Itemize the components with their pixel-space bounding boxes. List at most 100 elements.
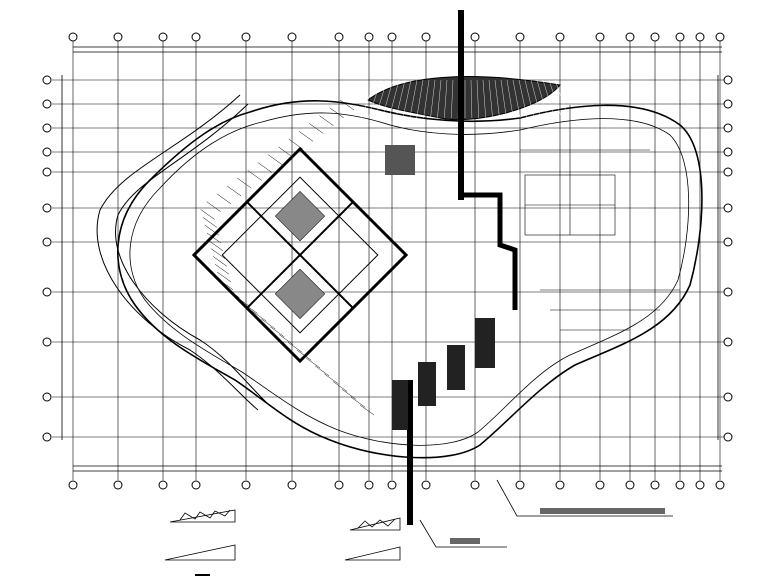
dome-rib bbox=[361, 79, 376, 119]
inner-outline bbox=[129, 112, 690, 446]
truss-member bbox=[247, 170, 262, 181]
axis-bubble bbox=[42, 237, 52, 247]
truss-member bbox=[261, 318, 276, 330]
truss-member bbox=[279, 334, 294, 345]
axis-bubble bbox=[515, 480, 525, 490]
truss-member bbox=[268, 154, 283, 165]
truss-member bbox=[206, 232, 222, 244]
axis-bubble bbox=[42, 337, 52, 347]
dome-rib bbox=[500, 79, 507, 119]
axis-bubble bbox=[595, 32, 605, 42]
axis-bubble bbox=[715, 480, 725, 490]
truss-member bbox=[252, 310, 267, 322]
dome-rib bbox=[402, 79, 412, 119]
dome-rib bbox=[542, 79, 555, 119]
truss-member bbox=[278, 146, 293, 158]
truss-member bbox=[208, 240, 224, 251]
dome-rib bbox=[451, 79, 454, 119]
axis-bubble bbox=[42, 392, 52, 402]
axis-bubble bbox=[625, 480, 635, 490]
axis-bubble bbox=[595, 480, 605, 490]
truss-member bbox=[323, 373, 339, 384]
dome-rib bbox=[554, 79, 569, 119]
leader-lines bbox=[419, 479, 673, 548]
truss-member bbox=[227, 185, 242, 197]
axis-bubble bbox=[191, 480, 201, 490]
dome-rib bbox=[423, 79, 430, 119]
axis-bubble bbox=[42, 147, 52, 157]
dome-rib bbox=[506, 79, 514, 119]
dome-rib bbox=[494, 79, 500, 119]
section-cut-line-top bbox=[458, 10, 464, 200]
axis-bubble bbox=[158, 480, 168, 490]
dome-rib bbox=[437, 79, 442, 119]
dome-rib bbox=[409, 79, 418, 119]
dome-rib bbox=[430, 79, 436, 119]
truss-member bbox=[270, 326, 285, 337]
truss-member bbox=[341, 389, 357, 400]
axis-bubble bbox=[334, 32, 344, 42]
axis-bubble bbox=[421, 32, 431, 42]
axis-bubble bbox=[695, 32, 705, 42]
axis-bubble bbox=[387, 32, 397, 42]
truss-member bbox=[306, 357, 321, 369]
dome-rib bbox=[476, 79, 479, 119]
axis-bubble bbox=[158, 32, 168, 42]
dome-rib bbox=[488, 79, 493, 119]
equipment-blocks bbox=[385, 145, 495, 430]
axis-bubble bbox=[555, 32, 565, 42]
dome-rib bbox=[482, 79, 486, 119]
axis-bubble bbox=[723, 432, 733, 442]
dome-rib bbox=[512, 79, 521, 119]
axis-bubble bbox=[287, 480, 297, 490]
axis-bubble bbox=[42, 99, 52, 109]
truss-member bbox=[329, 107, 344, 119]
axis-bubble bbox=[364, 32, 374, 42]
dome-rib bbox=[375, 79, 388, 119]
dome-rib bbox=[536, 79, 548, 119]
axis-bubble bbox=[364, 480, 374, 490]
building-outline bbox=[117, 100, 703, 459]
axis-bubble bbox=[675, 480, 685, 490]
truss-member bbox=[339, 99, 355, 111]
axis-bubble bbox=[334, 480, 344, 490]
dome-rib bbox=[416, 79, 424, 119]
dome-rib bbox=[395, 79, 406, 119]
axis-bubbles bbox=[42, 32, 733, 490]
axis-grid bbox=[52, 40, 730, 480]
right-rooms bbox=[520, 105, 680, 331]
axis-bubble bbox=[723, 167, 733, 177]
truss-member bbox=[332, 381, 348, 392]
axis-bubble bbox=[470, 32, 480, 42]
axis-bubble bbox=[470, 480, 480, 490]
axis-bubble bbox=[723, 337, 733, 347]
axis-bubble bbox=[723, 75, 733, 85]
axis-bubble bbox=[113, 480, 123, 490]
axis-bubble bbox=[387, 480, 397, 490]
axis-bubble bbox=[723, 123, 733, 133]
axis-bubble bbox=[113, 32, 123, 42]
axis-bubble bbox=[68, 32, 78, 42]
truss-member bbox=[288, 342, 303, 353]
core-block bbox=[191, 146, 409, 364]
truss-members bbox=[200, 99, 375, 416]
truss-member bbox=[210, 248, 226, 259]
axis-bubble bbox=[695, 480, 705, 490]
axis-bubble bbox=[421, 480, 431, 490]
truss-member bbox=[309, 123, 324, 134]
axis-bubble bbox=[241, 32, 251, 42]
left-truss-outer bbox=[96, 94, 259, 411]
section-cut-line-bottom bbox=[407, 380, 413, 525]
axis-bubble bbox=[555, 480, 565, 490]
axis-bubble bbox=[625, 32, 635, 42]
truss-member bbox=[212, 256, 228, 267]
axis-bubble bbox=[650, 32, 660, 42]
axis-bubble bbox=[42, 432, 52, 442]
dome-rib bbox=[530, 79, 542, 119]
axis-bubble bbox=[42, 287, 52, 297]
dome-rib bbox=[470, 79, 473, 119]
dome-rib bbox=[368, 79, 382, 119]
axis-bubble bbox=[723, 203, 733, 213]
dome-rib bbox=[524, 79, 535, 119]
